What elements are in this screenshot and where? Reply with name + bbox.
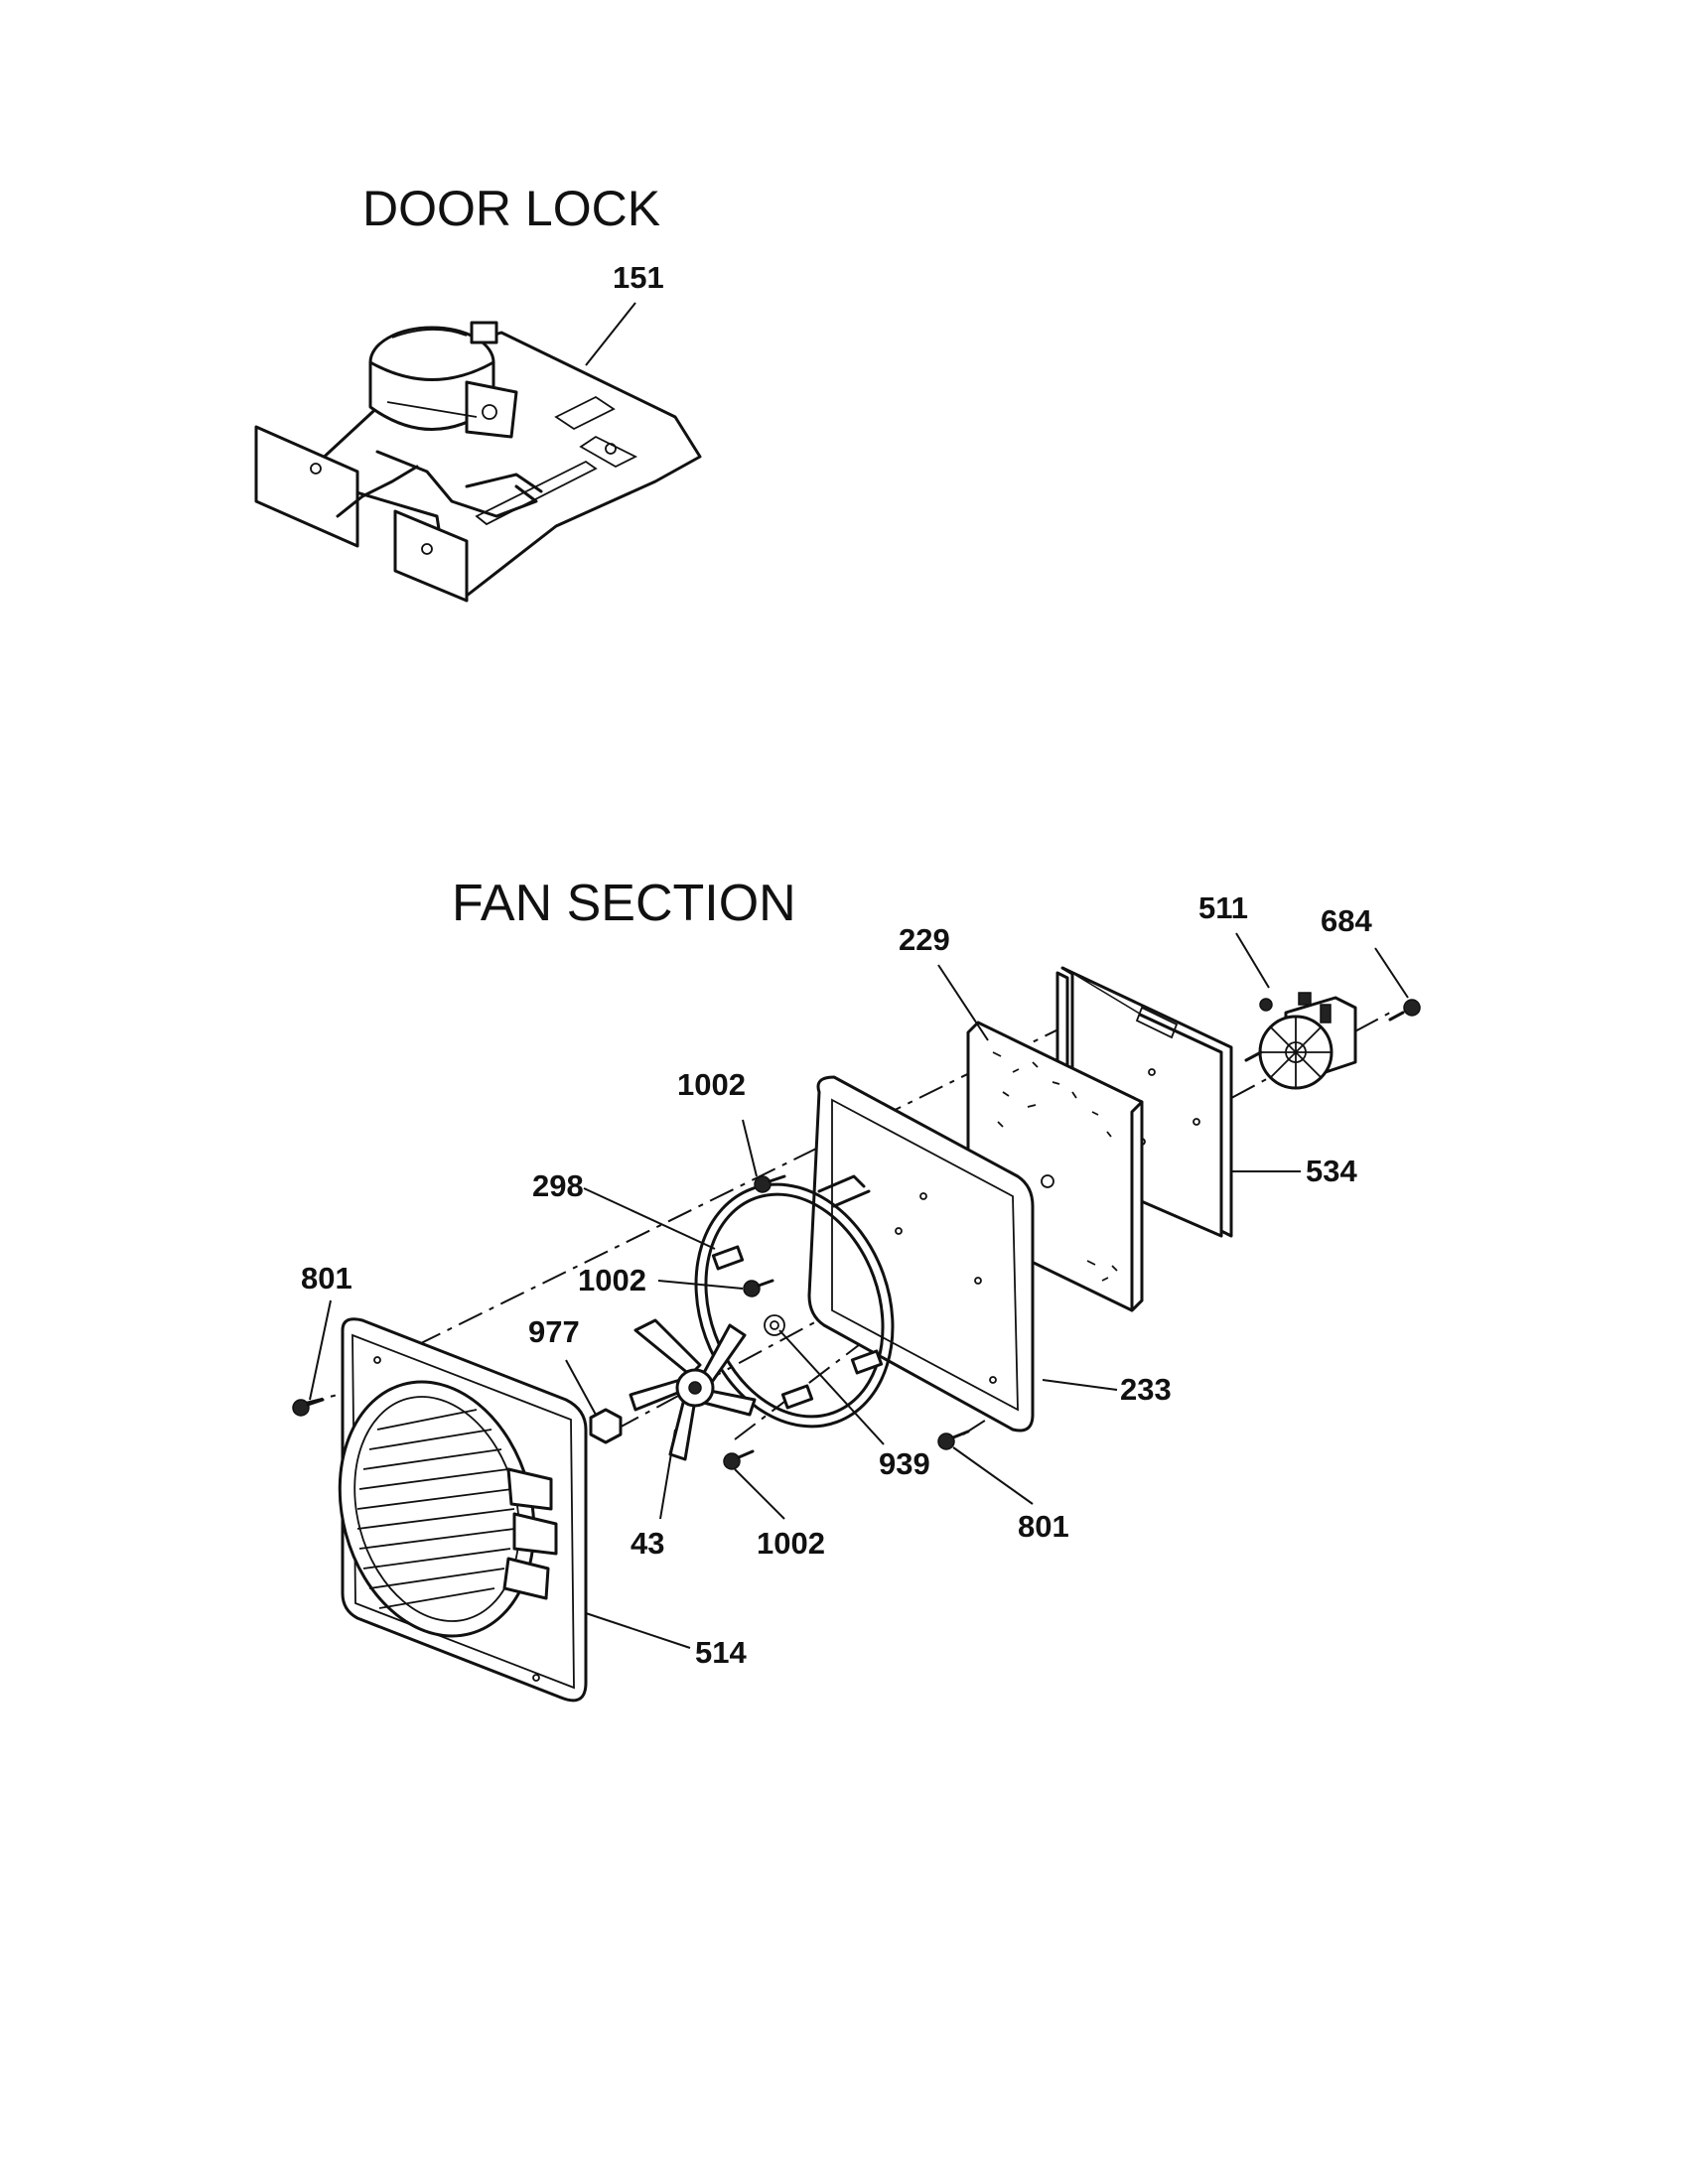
screw-1002-bottom <box>723 1449 755 1470</box>
fan-section-title: FAN SECTION <box>452 875 796 932</box>
screw-801-right <box>937 1430 970 1450</box>
screw-1002-mid <box>743 1279 774 1297</box>
door-lock-assembly <box>254 302 702 603</box>
callout-233: 233 <box>1120 1372 1172 1407</box>
callout-939: 939 <box>879 1446 930 1481</box>
callout-1002-mid: 1002 <box>578 1263 646 1297</box>
door-lock-section-title: DOOR LOCK <box>362 181 661 236</box>
fan-baffle-514 <box>338 1317 588 1703</box>
screws <box>292 1174 970 1470</box>
callout-534: 534 <box>1306 1154 1357 1188</box>
callout-43: 43 <box>631 1526 664 1561</box>
fan-motor-511 <box>1244 992 1357 1090</box>
fan-blade-43 <box>629 1318 757 1461</box>
leader-lines <box>309 932 1409 1649</box>
door-lock-front-bracket <box>393 509 469 603</box>
door-lock-slot <box>475 460 598 526</box>
callout-977: 977 <box>528 1314 580 1349</box>
callout-511: 511 <box>1198 890 1248 925</box>
callout-801-right: 801 <box>1018 1509 1069 1544</box>
heating-element-298 <box>694 1174 895 1429</box>
gasket-frame-233 <box>807 1075 1035 1433</box>
callout-151: 151 <box>613 260 664 295</box>
screw-1002-top <box>754 1174 786 1193</box>
callout-298: 298 <box>532 1168 584 1203</box>
callout-801-left: 801 <box>301 1261 352 1296</box>
callout-1002-bottom: 1002 <box>757 1526 825 1561</box>
screw-684 <box>1388 999 1421 1022</box>
nut-977 <box>589 1408 623 1444</box>
door-lock-left-bracket <box>254 425 359 548</box>
callout-labels: 151 229 511 684 1002 298 534 801 1002 97… <box>301 260 1372 1670</box>
callout-1002-top: 1002 <box>677 1067 746 1102</box>
callout-514: 514 <box>695 1635 747 1670</box>
door-lock-base-plate <box>301 331 702 598</box>
callout-229: 229 <box>899 922 950 957</box>
screw-801-left <box>292 1398 325 1417</box>
leader-151 <box>585 302 636 366</box>
callout-684: 684 <box>1321 903 1372 938</box>
